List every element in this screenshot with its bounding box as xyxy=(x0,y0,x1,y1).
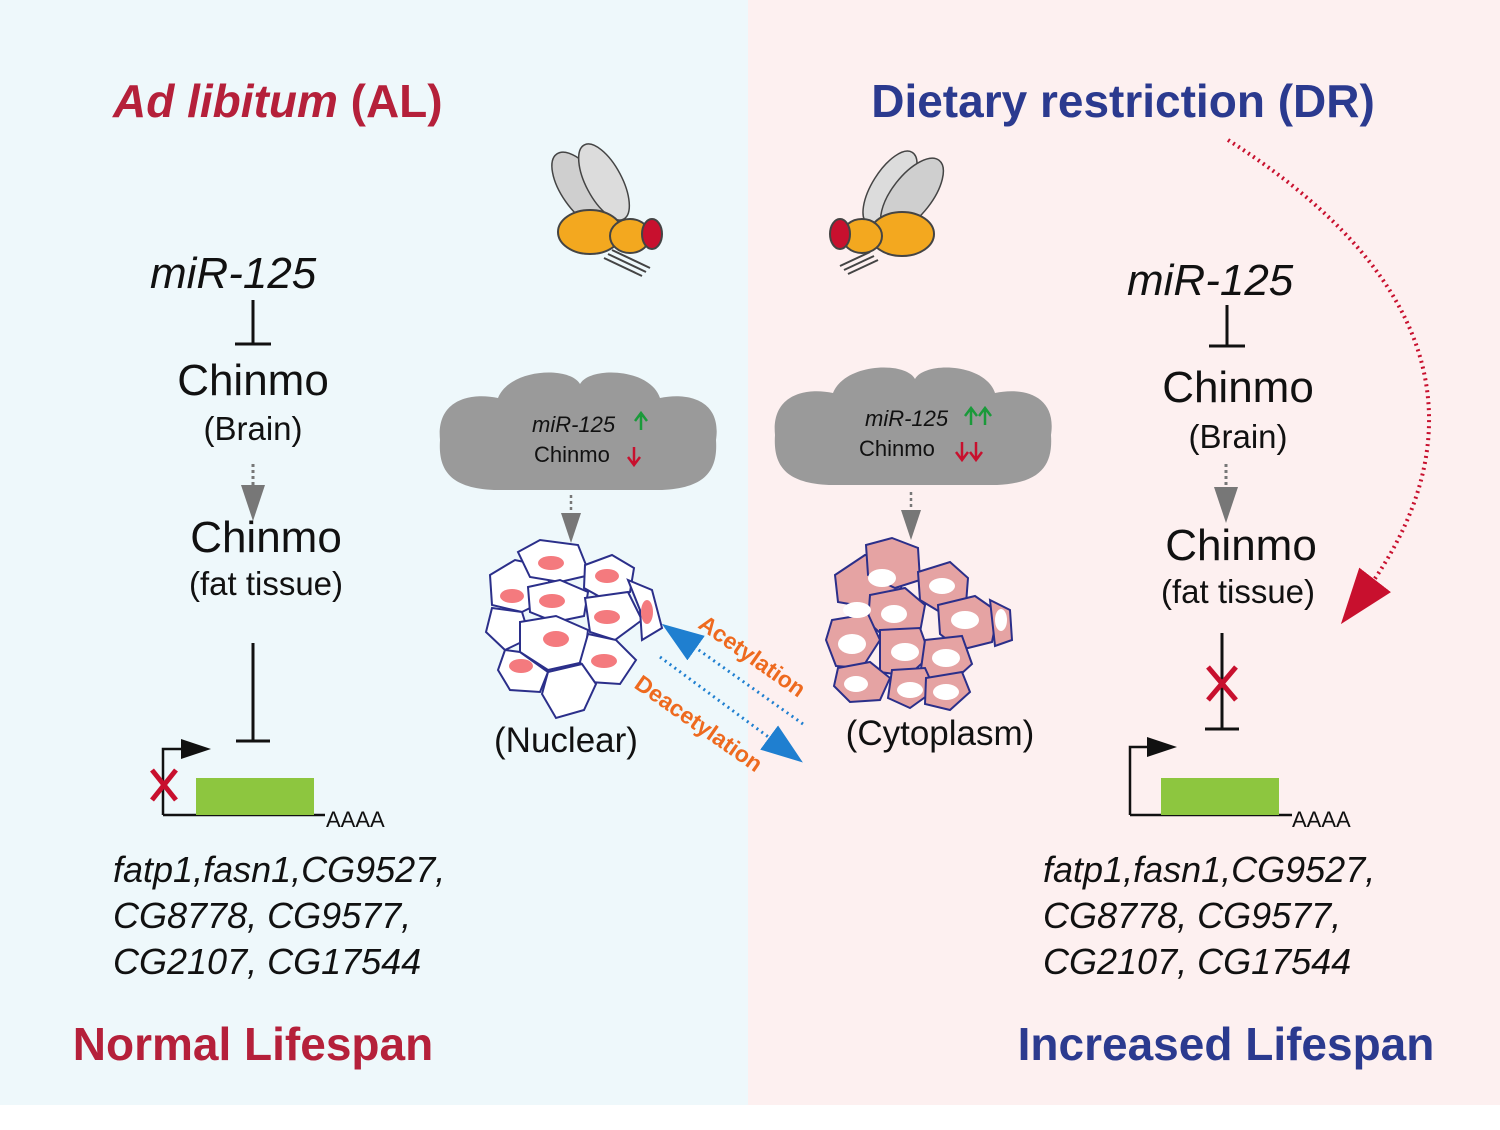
al-title: Ad libitum (AL) xyxy=(112,75,443,127)
brain-dr-mirna: miR-125 xyxy=(865,406,949,431)
cytoplasm-label: (Cytoplasm) xyxy=(846,714,1035,753)
al-inhibition-chinmo-genes xyxy=(236,643,270,743)
mirna-double-up-arrow-icon xyxy=(964,405,992,425)
al-gene-box xyxy=(196,778,314,815)
mirna-up-arrow-icon xyxy=(634,410,648,430)
al-gene-list-line-3: CG2107, CG17544 xyxy=(113,941,421,982)
al-poly-a: AAAA xyxy=(326,807,385,832)
dr-gene-list-line-1: fatp1,fasn1,CG9527, xyxy=(1043,849,1375,890)
al-brain-label: (Brain) xyxy=(203,410,302,447)
dr-inhibition-blocked-x-icon xyxy=(1206,665,1238,702)
al-gene-construct: AAAA xyxy=(161,739,385,832)
dr-gene-list-line-2: CG8778, CG9577, xyxy=(1043,895,1341,936)
brain-al-icon: miR-125 Chinmo xyxy=(439,372,717,490)
chinmo-double-down-arrow-icon xyxy=(955,442,983,463)
al-inhibition-mirna-chinmo xyxy=(235,300,271,346)
al-chinmo-fat: Chinmo xyxy=(190,513,342,562)
dr-poly-a: AAAA xyxy=(1292,807,1351,832)
al-fat-label: (fat tissue) xyxy=(189,565,343,602)
dr-brain-label: (Brain) xyxy=(1188,418,1287,455)
dr-gene-list-line-3: CG2107, CG17544 xyxy=(1043,941,1351,982)
chinmo-down-arrow-icon xyxy=(627,447,641,468)
fly-al-icon xyxy=(551,143,663,277)
al-gene-list-line-2: CG8778, CG9577, xyxy=(113,895,411,936)
brain-dr-icon: miR-125 Chinmo xyxy=(774,367,1052,485)
fat-cells-nuclear-icon xyxy=(484,538,664,720)
nuclear-label: (Nuclear) xyxy=(494,721,638,760)
dr-inhibition-mirna-chinmo xyxy=(1209,305,1245,348)
brain-dr-chinmo: Chinmo xyxy=(859,436,935,461)
al-outcome: Normal Lifespan xyxy=(73,1018,433,1070)
al-transcription-blocked-x-icon xyxy=(150,768,178,802)
al-mirna-label: miR-125 xyxy=(150,249,317,298)
dr-title: Dietary restriction (DR) xyxy=(871,75,1375,127)
al-gene-list-line-1: fatp1,fasn1,CG9527, xyxy=(113,849,445,890)
dr-gene-construct: AAAA xyxy=(1128,737,1351,832)
dr-chinmo-brain: Chinmo xyxy=(1162,363,1314,412)
brain-al-mirna: miR-125 xyxy=(532,412,616,437)
acetylation-arrow xyxy=(661,623,804,726)
al-chinmo-brain: Chinmo xyxy=(177,356,329,405)
deacetylation-arrow xyxy=(659,655,803,763)
brain-al-chinmo: Chinmo xyxy=(534,442,610,467)
fat-cells-cytoplasm-icon xyxy=(824,536,1014,712)
dr-fat-label: (fat tissue) xyxy=(1161,573,1315,610)
fly-dr-icon xyxy=(829,150,945,275)
dr-chinmo-fat: Chinmo xyxy=(1165,521,1317,570)
dr-outcome: Increased Lifespan xyxy=(1018,1018,1435,1070)
dr-gene-box xyxy=(1161,778,1279,815)
dr-mirna-label: miR-125 xyxy=(1127,256,1294,305)
